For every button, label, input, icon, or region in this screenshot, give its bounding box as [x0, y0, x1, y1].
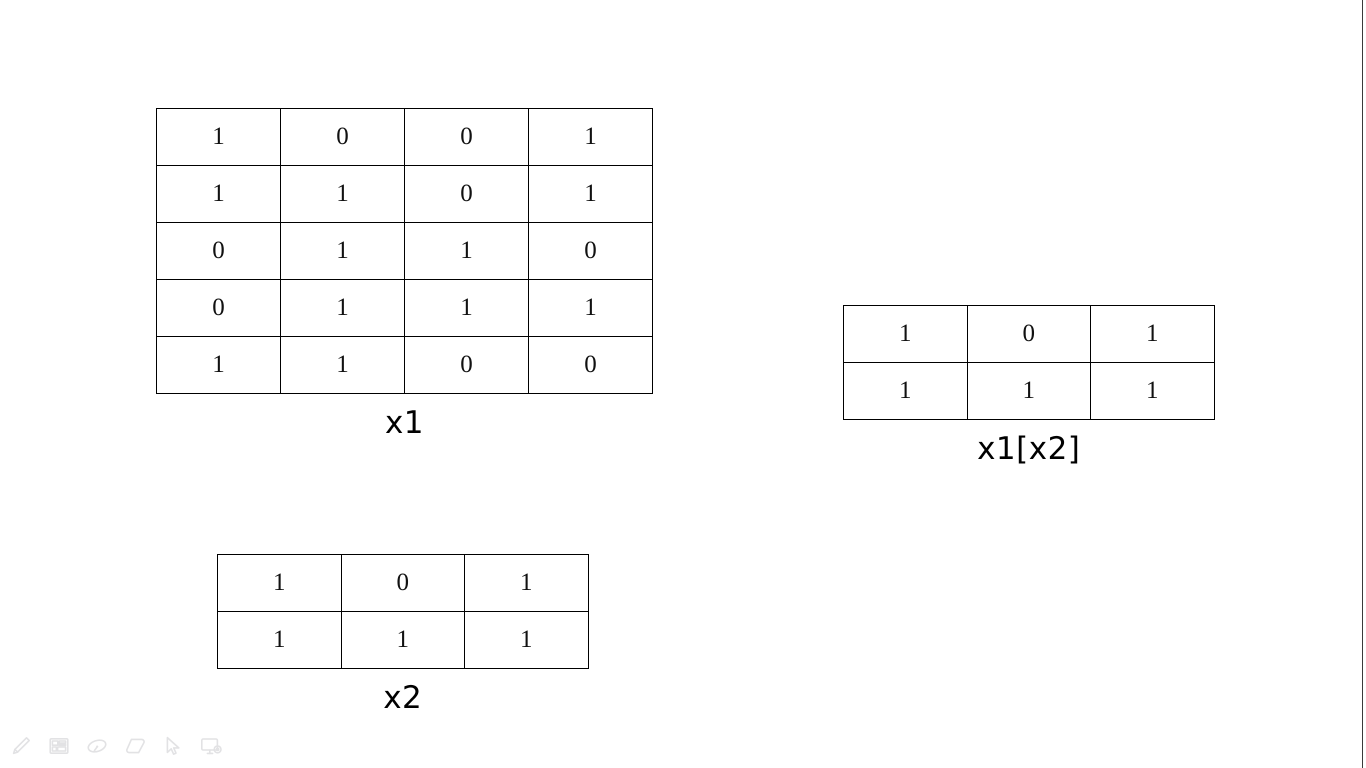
table-row: 1 1 0 0	[156, 336, 653, 394]
matrix-group-x1x2[interactable]: 1 0 1 1 1 1 x1[x2]	[843, 305, 1215, 465]
matrix-group-x1[interactable]: 1 0 0 1 1 1 0 1 0 1 1 0 0	[156, 108, 653, 439]
lasso-select-icon[interactable]	[84, 733, 110, 759]
matrix-cell: 0	[528, 336, 653, 394]
matrix-cell: 1	[966, 362, 1091, 420]
matrix-group-x2[interactable]: 1 0 1 1 1 1 x2	[217, 554, 589, 714]
table-row: 0 1 1 0	[156, 222, 653, 280]
pen-icon[interactable]	[8, 733, 34, 759]
matrix-cell: 1	[528, 279, 653, 337]
matrix-cell: 0	[528, 222, 653, 280]
matrix-cell: 1	[280, 222, 405, 280]
table-row: 1 0 1	[217, 554, 589, 612]
matrix-cell: 1	[464, 611, 589, 669]
matrix-cell: 0	[340, 554, 465, 612]
matrix-cell: 1	[528, 108, 653, 166]
matrix-cell: 1	[280, 279, 405, 337]
matrix-cell: 0	[404, 165, 529, 223]
matrix-cell: 1	[464, 554, 589, 612]
matrix-table-x1[interactable]: 1 0 0 1 1 1 0 1 0 1 1 0 0	[156, 108, 653, 394]
matrix-cell: 1	[1090, 305, 1215, 363]
matrix-label-x1x2: x1[x2]	[977, 431, 1081, 467]
eraser-icon[interactable]	[122, 733, 148, 759]
matrix-cell: 1	[280, 336, 405, 394]
canvas-right-divider	[1362, 0, 1363, 768]
matrix-cell: 1	[156, 336, 281, 394]
table-row: 1 0 0 1	[156, 108, 653, 166]
matrix-cell: 0	[156, 222, 281, 280]
matrix-cell: 0	[404, 336, 529, 394]
matrix-label-x1: x1	[384, 405, 425, 441]
matrix-cell: 1	[217, 611, 342, 669]
table-row: 0 1 1 1	[156, 279, 653, 337]
matrix-cell: 1	[280, 165, 405, 223]
table-row: 1 1 1	[217, 611, 589, 669]
matrix-table-x1x2[interactable]: 1 0 1 1 1 1	[843, 305, 1215, 420]
matrix-cell: 1	[528, 165, 653, 223]
table-row: 1 0 1	[843, 305, 1215, 363]
matrix-label-x2: x2	[383, 680, 423, 716]
matrix-cell: 1	[156, 108, 281, 166]
cursor-pointer-icon[interactable]	[160, 733, 186, 759]
matrix-cell: 1	[404, 279, 529, 337]
screen-share-icon[interactable]	[198, 733, 224, 759]
matrix-cell: 0	[966, 305, 1091, 363]
matrix-cell: 1	[843, 305, 968, 363]
matrix-cell: 1	[843, 362, 968, 420]
matrix-cell: 0	[404, 108, 529, 166]
matrix-cell: 1	[404, 222, 529, 280]
matrix-cell: 1	[340, 611, 465, 669]
whiteboard-toolbar[interactable]	[8, 733, 224, 759]
matrix-table-x2[interactable]: 1 0 1 1 1 1	[217, 554, 589, 669]
matrix-cell: 1	[1090, 362, 1215, 420]
table-row: 1 1 1	[843, 362, 1215, 420]
image-icon[interactable]	[46, 733, 72, 759]
table-row: 1 1 0 1	[156, 165, 653, 223]
matrix-cell: 0	[280, 108, 405, 166]
matrix-cell: 1	[217, 554, 342, 612]
matrix-cell: 1	[156, 165, 281, 223]
matrix-cell: 0	[156, 279, 281, 337]
